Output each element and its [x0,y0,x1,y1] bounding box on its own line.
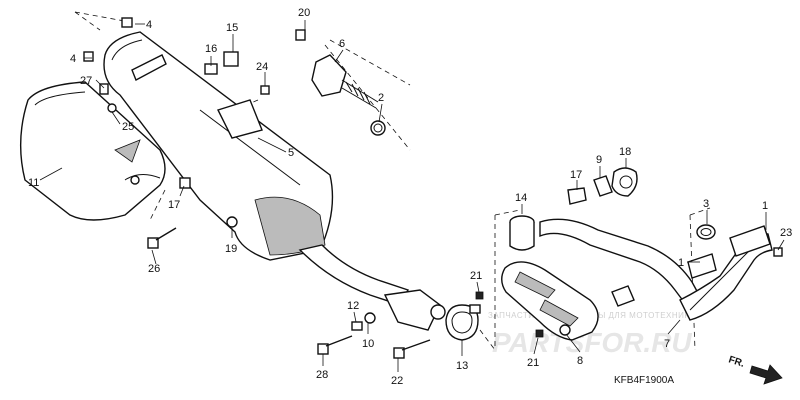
diagram-code: KFB4F1900A [614,375,674,386]
callout-17: 17 [168,199,180,211]
callout-8: 8 [577,355,583,367]
callout-20: 20 [298,7,310,19]
pipe-heat-guard [501,261,635,341]
pipe-clips [567,167,638,205]
callout-21: 21 [527,357,539,369]
callout-21: 21 [470,270,482,282]
callout-23: 23 [780,227,792,239]
callout-1: 1 [762,200,768,212]
front-direction-label: FR. [727,354,746,370]
pipe-clamp [445,304,481,341]
callout-4: 4 [146,19,152,31]
callout-labels: 4 4 27 25 11 16 15 24 20 6 2 5 17 19 26 … [28,7,792,387]
callout-3: 3 [703,198,709,210]
leader-lines [39,20,785,372]
callout-13: 13 [456,360,468,372]
callout-25: 25 [122,121,134,133]
spring-coil [345,81,371,105]
callout-24: 24 [256,61,268,73]
callout-2: 2 [378,92,384,104]
heat-shield [19,81,166,221]
callout-1: 1 [678,257,684,269]
callout-11: 11 [28,177,39,189]
callout-15: 15 [226,22,238,34]
callout-26: 26 [148,263,160,275]
callout-27: 27 [80,75,92,87]
muffler [103,31,410,306]
callout-7: 7 [664,338,670,350]
callout-5: 5 [288,147,294,159]
callout-17: 17 [570,169,582,181]
callout-10: 10 [362,338,374,350]
callout-28: 28 [316,369,328,381]
callout-14: 14 [515,192,527,204]
exhaust-collar [509,215,535,251]
callout-6: 6 [339,38,345,50]
muffler-joint [351,289,446,331]
front-direction-arrow-icon [749,364,783,385]
callout-19: 19 [225,243,237,255]
callout-12: 12 [347,300,359,312]
spark-arrester [311,54,386,136]
callout-22: 22 [391,375,403,387]
callout-18: 18 [619,146,631,158]
exhaust-pipe [539,218,773,321]
callout-4: 4 [70,53,76,65]
callout-16: 16 [205,43,217,55]
small-hardware [83,17,783,359]
front-direction-indicator: FR. [727,354,783,385]
callout-9: 9 [596,154,602,166]
